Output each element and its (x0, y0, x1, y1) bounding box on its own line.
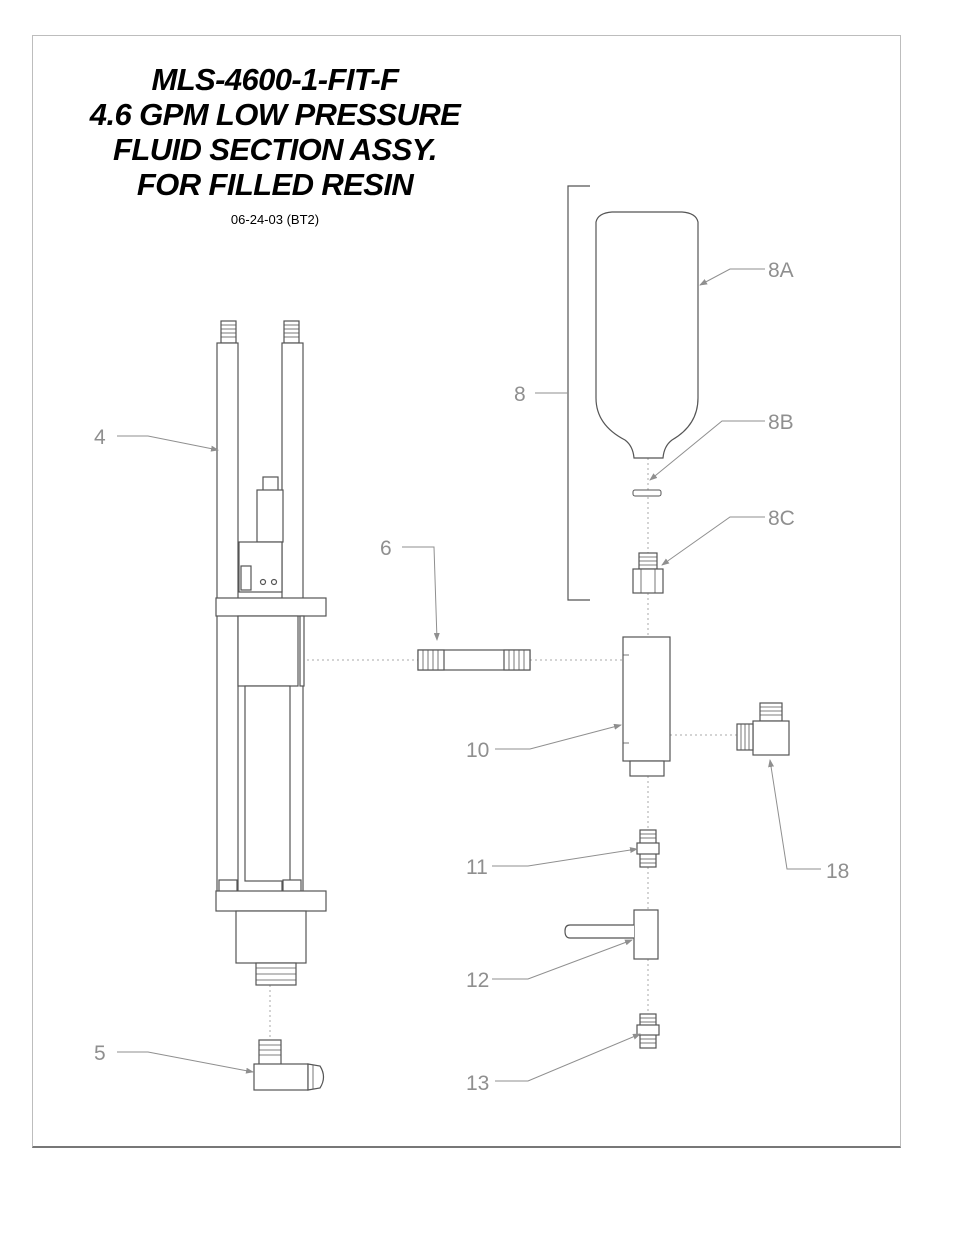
leader-11 (492, 849, 637, 866)
leader-5 (117, 1052, 253, 1072)
callout-11: 11 (466, 856, 488, 879)
callout-8a: 8A (768, 259, 794, 282)
part-8a-hopper (596, 212, 698, 458)
callout-12: 12 (466, 969, 489, 992)
leader-13 (495, 1034, 640, 1081)
part-8-bracket (568, 186, 590, 600)
callout-8c: 8C (768, 507, 795, 530)
part-12-valve (565, 910, 658, 959)
callout-4: 4 (94, 426, 106, 449)
callout-10: 10 (466, 739, 489, 762)
callout-8: 8 (514, 383, 526, 406)
leader-8a (700, 269, 765, 285)
callout-labels: 4 5 6 8 8A 8B 8C 10 11 12 13 18 (94, 259, 849, 1095)
part-5-elbow-fitting (254, 1040, 324, 1090)
callout-8b: 8B (768, 411, 794, 434)
callout-13: 13 (466, 1072, 489, 1095)
leader-18 (770, 760, 821, 869)
leader-12 (492, 940, 632, 979)
part-8b-oring (633, 490, 661, 496)
leader-8c (662, 517, 765, 565)
part-18-elbow-fitting (737, 703, 789, 755)
part-11-nipple (637, 830, 659, 867)
callout-5: 5 (94, 1042, 106, 1065)
leader-6 (402, 547, 437, 640)
callout-18: 18 (826, 860, 849, 883)
part-6-tube (418, 650, 530, 670)
part-8c-adapter (633, 553, 663, 593)
part-4-pump-section (216, 321, 326, 985)
leader-10 (495, 725, 621, 749)
leader-4 (117, 436, 218, 450)
part-13-nipple (637, 1014, 659, 1048)
callout-6: 6 (380, 537, 392, 560)
part-10-manifold (623, 637, 670, 776)
